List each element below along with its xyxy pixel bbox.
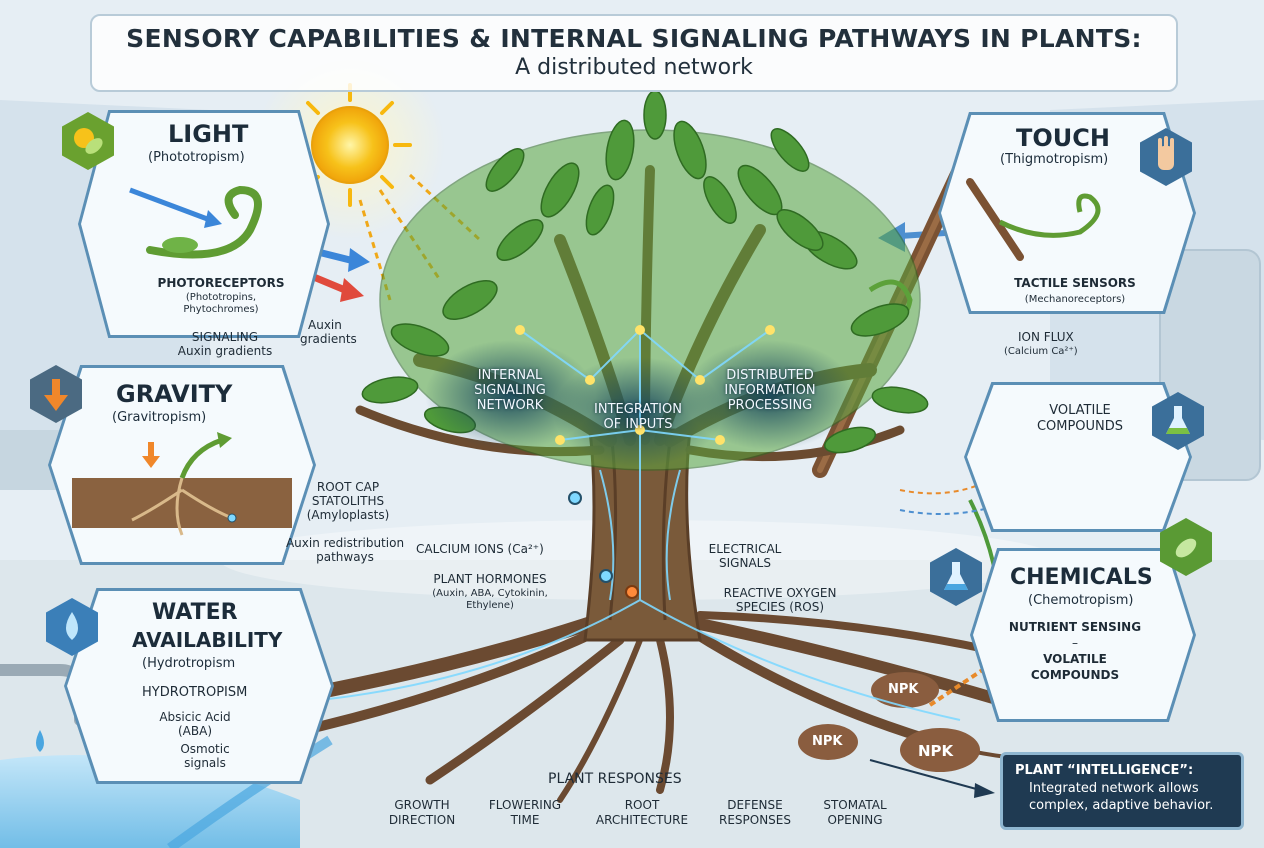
npk-label-b: NPK <box>812 734 843 749</box>
network-right-label: DISTRIBUTED INFORMATION PROCESSING <box>705 368 835 413</box>
water-title-1: WATER <box>152 600 238 625</box>
light-panel <box>78 110 330 338</box>
npk-label-a: NPK <box>888 682 919 697</box>
volatile-label-1: VOLATILE <box>1049 403 1111 418</box>
response-stomatal-line-2: OPENING <box>827 813 883 827</box>
touch-title: TOUCH <box>1016 124 1110 152</box>
photoreceptors-detail-1: (Phototropins, <box>185 292 257 303</box>
chemicals-panel <box>970 548 1196 722</box>
plant-responses-heading: PLANT RESPONSES <box>548 771 682 787</box>
response-flowering-time: FLOWERING TIME <box>470 798 580 828</box>
chemicals-volatile-2: COMPOUNDS <box>1030 668 1120 682</box>
root-cap-label-2: STATOLITHS <box>311 494 385 508</box>
plant-intelligence-box: PLANT “INTELLIGENCE”: Integrated network… <box>1000 752 1244 830</box>
gravity-title: GRAVITY <box>116 380 233 408</box>
network-right-line-2: INFORMATION <box>724 383 816 398</box>
root-cap-label-3: (Amyloplasts) <box>306 508 390 522</box>
gravity-illustration <box>72 432 292 536</box>
network-center-label: INTEGRATION OF INPUTS <box>578 402 698 432</box>
ion-flux-label: ION FLUX <box>1018 330 1074 344</box>
touch-illustration <box>966 178 1101 261</box>
response-flowering-line-2: TIME <box>510 813 540 827</box>
water-subtitle: (Hydrotropism <box>142 656 236 671</box>
auxin-pathway-2: pathways <box>316 550 374 564</box>
osmotic-label-1: Osmotic <box>180 742 230 756</box>
touch-subtitle: (Thigmotropism) <box>1000 152 1109 167</box>
water-drop-icon <box>46 598 98 656</box>
electrical-signals-label-1: ELECTRICAL <box>708 542 782 556</box>
signaling-label: SIGNALING <box>191 330 259 344</box>
chemicals-volatile-1: VOLATILE <box>1043 652 1107 666</box>
auxin-label-1: Auxin <box>308 318 342 332</box>
ros-label-1: REACTIVE OXYGEN <box>723 586 837 600</box>
light-title: LIGHT <box>168 120 249 148</box>
plant-hormones-detail-1: (Auxin, ABA, Cytokinin, <box>432 588 548 599</box>
auxin-pathway-1: Auxin redistribution <box>285 536 405 550</box>
light-subtitle: (Phototropism) <box>148 150 245 165</box>
response-root-line-2: ARCHITECTURE <box>595 813 689 827</box>
water-panel <box>64 588 334 784</box>
aba-label-2: (ABA) <box>177 724 212 738</box>
response-growth-line-1: GROWTH <box>394 798 450 812</box>
plant-hormones-label: PLANT HORMONES <box>433 572 547 586</box>
response-growth-direction: GROWTH DIRECTION <box>372 798 472 828</box>
chemicals-subtitle: (Chemotropism) <box>1028 593 1134 608</box>
network-center-line-2: OF INPUTS <box>603 417 673 432</box>
volatile-panel <box>964 382 1192 532</box>
intelligence-line-2: complex, adaptive behavior. <box>1029 798 1214 813</box>
response-defense-responses: DEFENSE RESPONSES <box>700 798 810 828</box>
photoreceptors-label: PHOTORECEPTORS <box>157 276 285 290</box>
response-stomatal-line-1: STOMATAL <box>823 798 887 812</box>
network-right-line-3: PROCESSING <box>727 398 813 413</box>
response-flowering-line-1: FLOWERING <box>488 798 562 812</box>
network-left-label: INTERNAL SIGNALING NETWORK <box>460 368 560 413</box>
npk-label-c: NPK <box>918 742 954 760</box>
tactile-sensors-detail: (Mechanoreceptors) <box>1024 294 1126 305</box>
network-center-line-1: INTEGRATION <box>594 402 682 417</box>
nutrient-sensing-label: NUTRIENT SENSING <box>1008 620 1142 634</box>
chemicals-dash: – <box>1072 636 1078 650</box>
osmotic-label-2: signals <box>184 756 226 770</box>
response-defense-line-2: RESPONSES <box>718 813 791 827</box>
root-cap-label-1: ROOT CAP <box>316 480 380 494</box>
tactile-sensors-label: TACTILE SENSORS <box>1014 276 1136 290</box>
hydrotropism-label: HYDROTROPISM <box>142 685 248 700</box>
intelligence-line-1: Integrated network allows <box>1029 781 1199 796</box>
title-panel: SENSORY CAPABILITIES & INTERNAL SIGNALIN… <box>90 14 1178 92</box>
water-title-2: AVAILABILITY <box>132 628 283 652</box>
intelligence-heading: PLANT “INTELLIGENCE”: <box>1015 763 1194 778</box>
volatile-label-2: COMPOUNDS <box>1036 419 1124 434</box>
response-root-architecture: ROOT ARCHITECTURE <box>582 798 702 828</box>
plant-hormones-detail-2: Ethylene) <box>466 600 514 611</box>
auxin-label-2: gradients <box>300 332 357 346</box>
ros-label-2: SPECIES (ROS) <box>735 600 825 614</box>
network-left-line-3: NETWORK <box>476 398 544 413</box>
network-left-line-2: SIGNALING <box>474 383 546 398</box>
gravity-subtitle: (Gravitropism) <box>112 410 207 425</box>
light-illustration <box>129 185 262 259</box>
chemicals-title: CHEMICALS <box>1010 565 1153 590</box>
beaker-icon <box>930 548 982 606</box>
electrical-signals-label-2: SIGNALS <box>719 556 771 570</box>
signaling-detail: Auxin gradients <box>177 344 273 358</box>
response-defense-line-1: DEFENSE <box>727 798 783 812</box>
network-left-line-1: INTERNAL <box>477 368 543 383</box>
ion-flux-detail: (Calcium Ca²⁺) <box>1004 346 1078 357</box>
page-subtitle: A distributed network <box>515 55 753 80</box>
aba-label-1: Absicic Acid <box>159 710 231 724</box>
page-title: SENSORY CAPABILITIES & INTERNAL SIGNALIN… <box>126 24 1142 53</box>
network-right-line-1: DISTRIBUTED <box>726 368 814 383</box>
photoreceptors-detail-2: Phytochromes) <box>183 304 259 315</box>
response-growth-line-2: DIRECTION <box>388 813 456 827</box>
response-root-line-1: ROOT <box>624 798 660 812</box>
response-stomatal-opening: STOMATAL OPENING <box>800 798 910 828</box>
calcium-ions-label: CALCIUM IONS (Ca²⁺) <box>416 542 544 556</box>
gravity-panel <box>48 365 316 565</box>
